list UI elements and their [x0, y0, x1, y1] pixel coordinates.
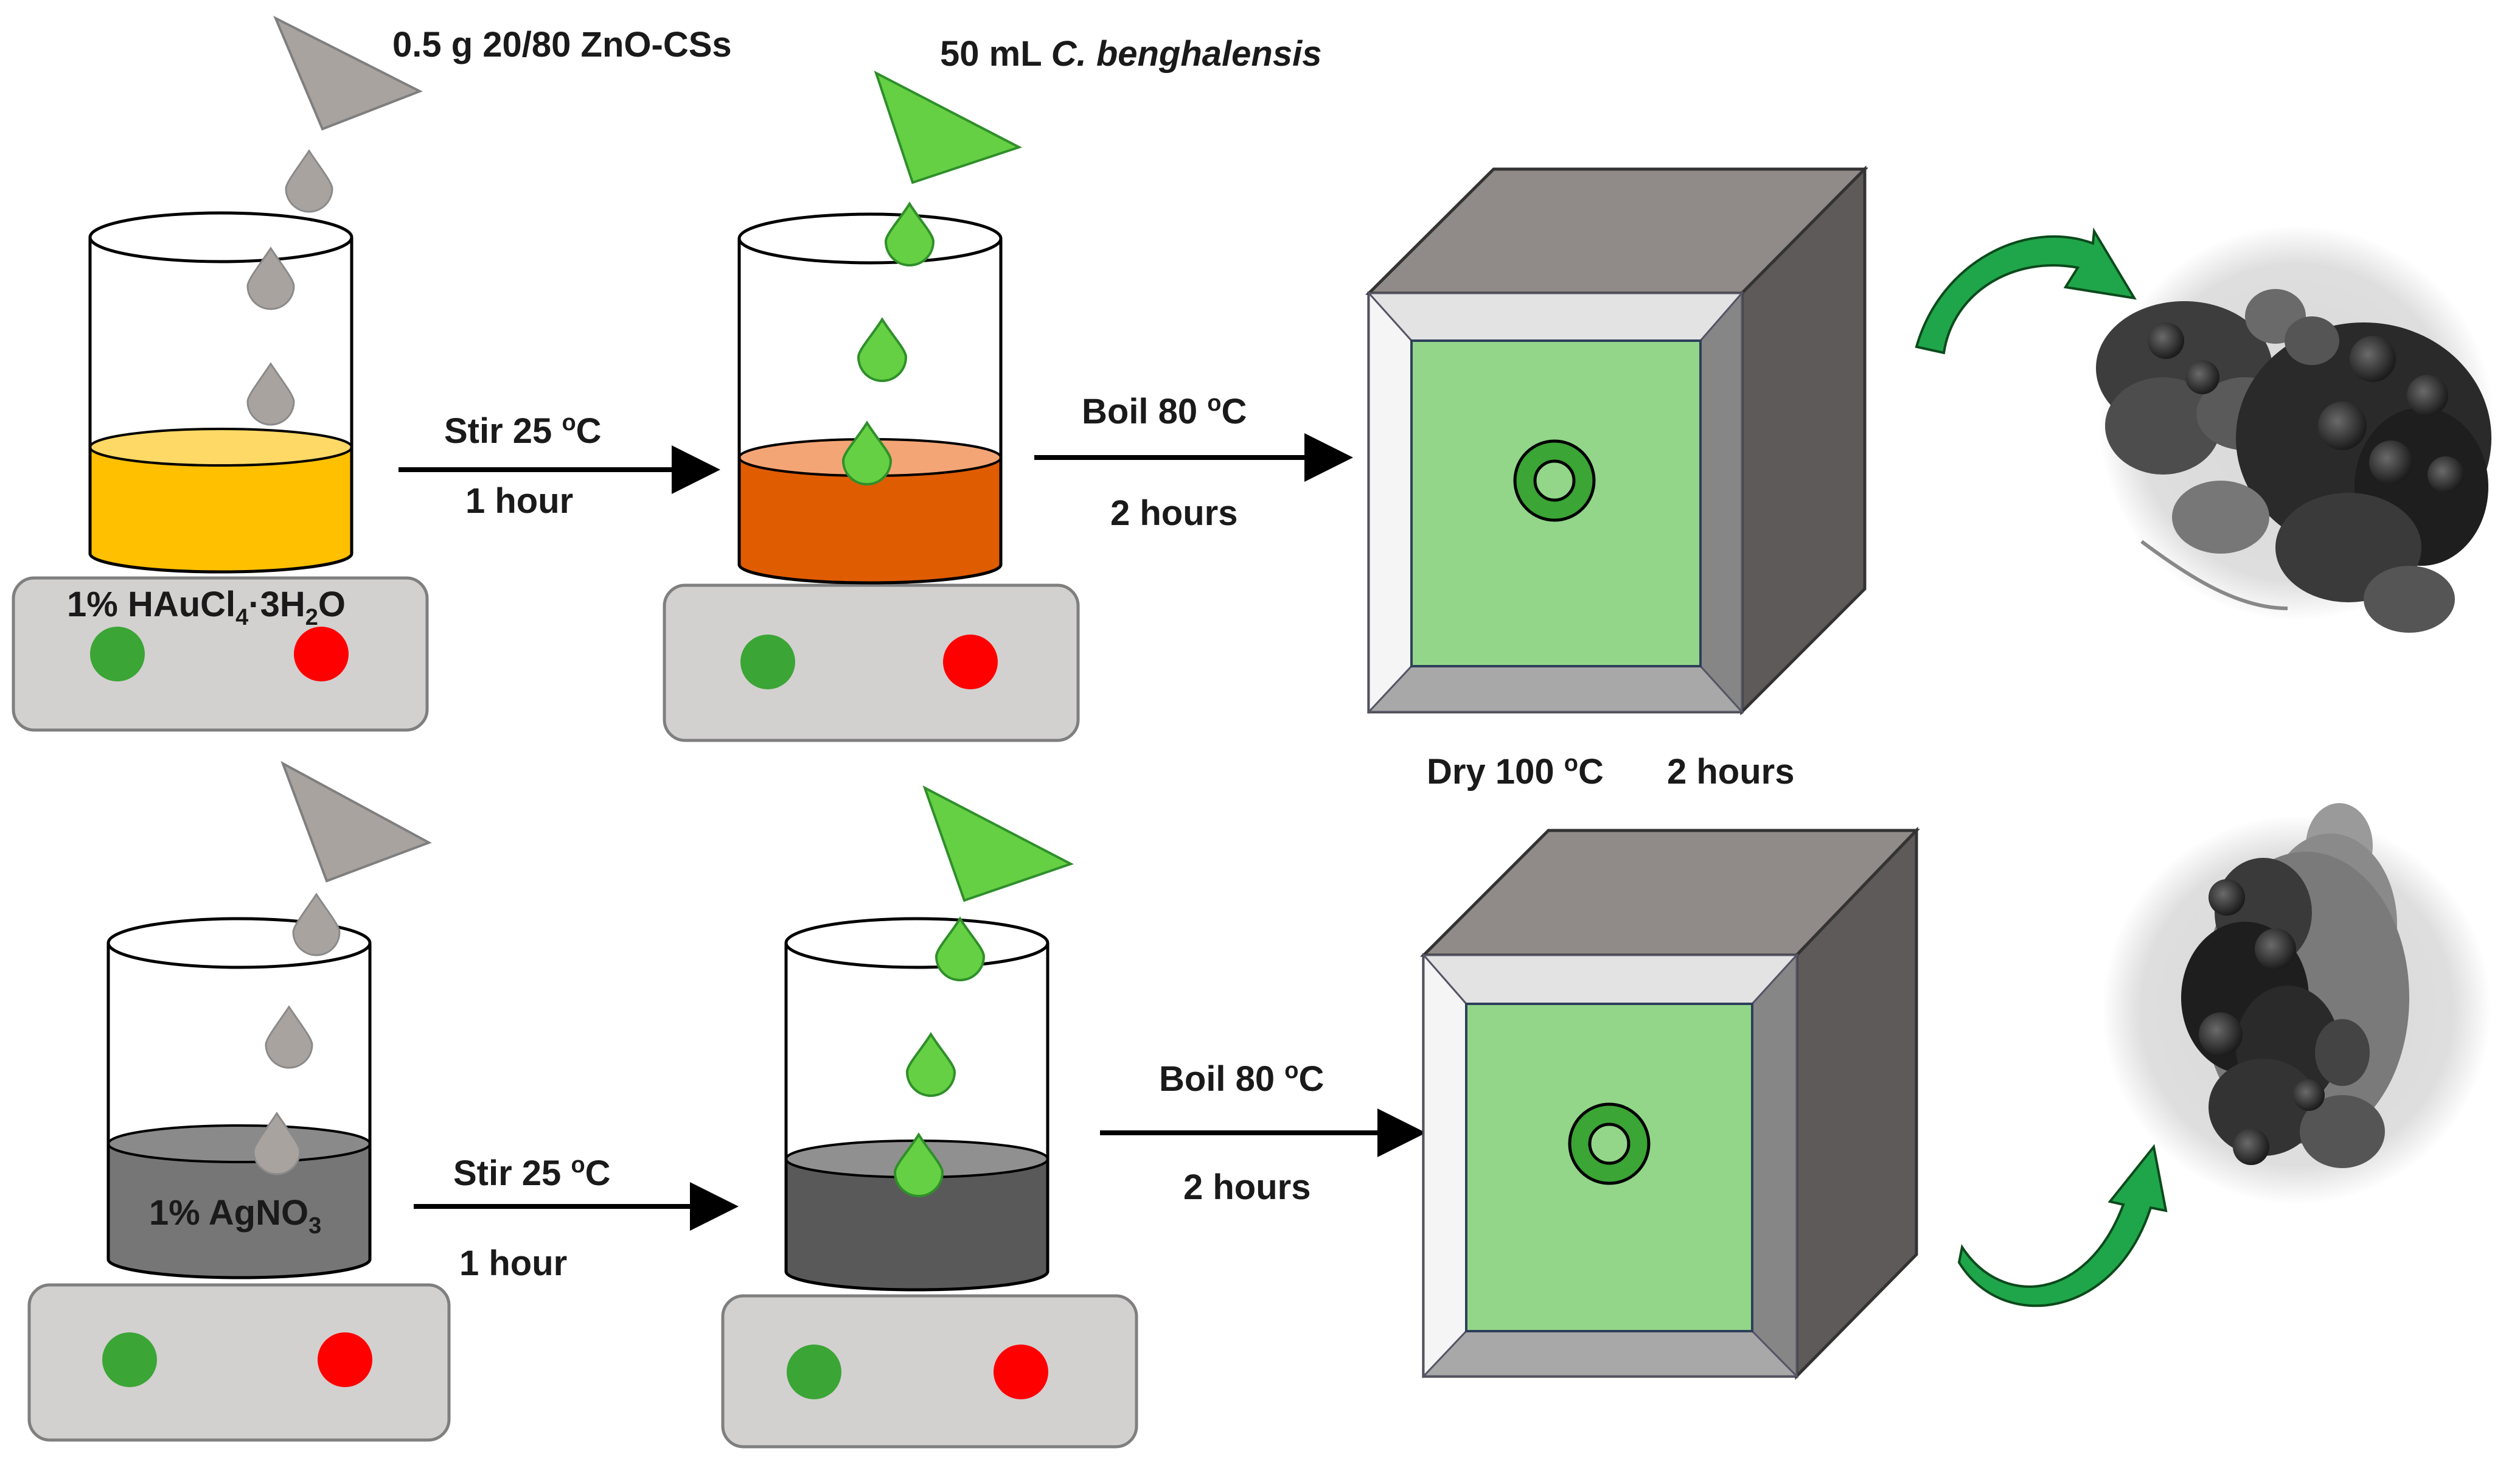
boil-time-bottom: 2 hours [1183, 1167, 1311, 1207]
tem-image-top [2096, 225, 2494, 633]
hotplate-red-knob-4 [994, 1345, 1048, 1399]
boil-label-bottom: Boil 80 oC [1159, 1059, 1324, 1099]
gold-salt-sub2: 2 [305, 605, 318, 630]
extract-triangle-2 [922, 785, 1074, 902]
beaker-dark [784, 917, 1049, 1292]
curved-arrow-bottom [1957, 1144, 2168, 1307]
beaker-silver [106, 917, 372, 1279]
stir-unit-bottom: C [585, 1154, 611, 1193]
oven-top [1365, 165, 1868, 716]
silver-salt-main: 1% AgNO [149, 1193, 309, 1233]
drops-green-1 [841, 201, 935, 485]
gold-salt-sub4: 4 [235, 605, 249, 630]
dry-label: Dry 100 oC [1427, 751, 1604, 792]
hotplate-red-knob-1 [294, 627, 349, 681]
powder-triangle-1 [273, 15, 423, 131]
hotplate-green-knob-3 [102, 1332, 157, 1387]
stir-deg-top: o [562, 410, 576, 436]
silver-salt-sub3: 3 [308, 1213, 322, 1239]
hotplate-4 [721, 1294, 1138, 1449]
boil-unit-top: C [1221, 392, 1247, 431]
drops-gray-1 [246, 149, 333, 426]
drops-gray-2 [252, 893, 341, 1175]
curved-arrow-top [1915, 227, 2137, 355]
boil-deg-top: o [1207, 391, 1222, 416]
drops-green-2 [893, 916, 986, 1197]
boil-label-top: Boil 80 oC [1082, 391, 1247, 431]
gold-salt-label: 1% HAuCl4·3H2O [67, 585, 346, 630]
hotplate-green-knob-1 [90, 627, 145, 681]
powder-triangle-2 [280, 760, 432, 883]
hotplate-1 [12, 576, 429, 732]
dry-text: Dry 100 [1427, 752, 1564, 792]
stir-deg-bottom: o [571, 1152, 585, 1178]
stir-label-bottom: Stir 25 oC [453, 1154, 611, 1193]
boil-text-bottom: Boil 80 [1159, 1059, 1285, 1099]
boil-unit-bottom: C [1298, 1059, 1324, 1099]
hotplate-red-knob-2 [943, 635, 998, 689]
boil-deg-bottom: o [1284, 1058, 1299, 1084]
extract-label-prefix: 50 mL [940, 34, 1051, 74]
hotplate-green-knob-2 [740, 635, 795, 689]
oven-bottom [1419, 826, 1920, 1380]
dry-time: 2 hours [1667, 752, 1795, 792]
hotplate-red-knob-3 [318, 1332, 372, 1387]
dry-deg: o [1564, 751, 1578, 776]
extract-label-species: C. benghalensis [1051, 34, 1322, 74]
extract-label: 50 mL C. benghalensis [940, 37, 1321, 72]
stir-unit-top: C [576, 411, 602, 451]
stir-time-top: 1 hour [465, 481, 574, 521]
hotplate-green-knob-4 [787, 1345, 841, 1399]
gold-salt-main: 1% HAuCl [67, 585, 236, 624]
hotplate-3 [27, 1283, 451, 1442]
stir-label-top: Stir 25 oC [444, 411, 602, 451]
gold-salt-mid: ·3H [248, 585, 305, 624]
beaker-orange [737, 212, 1003, 585]
gold-salt-end: O [318, 585, 346, 624]
stir-text-top: Stir 25 [444, 411, 562, 451]
stir-text-bottom: Stir 25 [453, 1154, 571, 1193]
extract-triangle-1 [874, 70, 1023, 184]
beaker-gold [88, 211, 353, 574]
tem-image-bottom [2102, 803, 2491, 1205]
hotplate-2 [663, 583, 1080, 742]
silver-salt-label: 1% AgNO3 [149, 1193, 321, 1238]
reagent-label: 0.5 g 20/80 ZnO-CSs [392, 25, 732, 64]
stir-time-bottom: 1 hour [459, 1244, 568, 1283]
dry-unit: C [1578, 752, 1604, 792]
boil-time-top: 2 hours [1110, 493, 1238, 533]
boil-text-top: Boil 80 [1082, 392, 1208, 431]
